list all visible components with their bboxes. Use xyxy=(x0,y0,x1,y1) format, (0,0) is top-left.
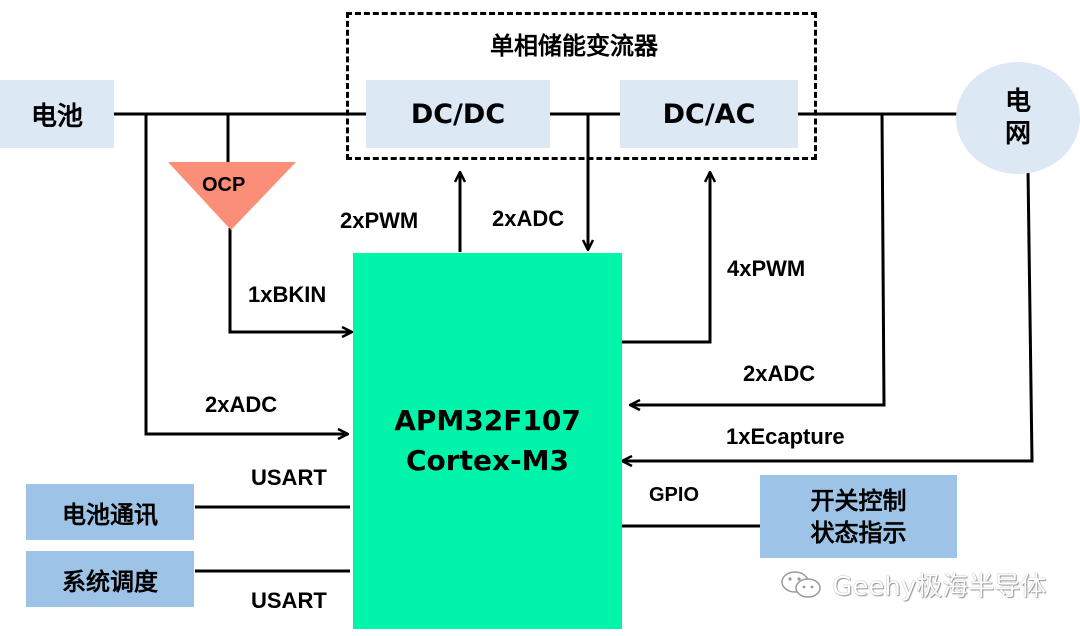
system-dispatch-block: 系统调度 xyxy=(26,551,194,607)
mcu-label-line1: APM32F107 xyxy=(394,404,581,437)
dcdc-block: DC/DC xyxy=(366,80,550,148)
wire-ecapture xyxy=(622,169,1034,461)
grid-label-line1: 电 xyxy=(1004,87,1031,117)
dcac-block: DC/AC xyxy=(620,80,798,148)
wire-bkin xyxy=(228,228,352,332)
mcu-label-line2: Cortex-M3 xyxy=(406,444,569,477)
switch-status-block: 开关控制 状态指示 xyxy=(760,475,957,558)
dcdc-pwm-label: 2xPWM xyxy=(340,208,419,233)
battery-label: 电池 xyxy=(30,101,83,132)
grid-adc-label: 2xADC xyxy=(743,361,816,386)
wire-dcac-pwm xyxy=(622,172,710,344)
grid-label-line2: 网 xyxy=(1004,119,1031,149)
dcbus-adc-label: 2xADC xyxy=(492,206,565,231)
wire-grid-adc xyxy=(630,113,886,405)
ecapture-label: 1xEcapture xyxy=(726,424,845,449)
grid-circle: 电 网 xyxy=(956,62,1080,174)
mcu-block: APM32F107 Cortex-M3 xyxy=(353,253,622,629)
system-dispatch-label: 系统调度 xyxy=(62,567,158,596)
ocp-triangle xyxy=(168,162,296,230)
battery-comm-label: 电池通讯 xyxy=(62,500,158,529)
wire-battery-adc xyxy=(144,114,348,434)
usart-bottom-label: USART xyxy=(251,588,327,613)
watermark: Geehy极海半导体 xyxy=(780,566,1046,603)
watermark-text: Geehy极海半导体 xyxy=(832,572,1047,602)
dcac-label: DC/AC xyxy=(662,98,756,130)
converter-group-border xyxy=(346,12,817,160)
gpio-label: GPIO xyxy=(649,484,700,506)
dcdc-label: DC/DC xyxy=(410,98,506,130)
converter-group-title: 单相储能变流器 xyxy=(490,33,658,60)
switch-status-label-line2: 状态指示 xyxy=(810,518,907,547)
battery-block: 电池 xyxy=(0,80,114,148)
dcac-pwm-label: 4xPWM xyxy=(727,256,806,281)
ocp-label: OCP xyxy=(202,174,246,196)
battery-comm-block: 电池通讯 xyxy=(26,484,194,540)
usart-top-label: USART xyxy=(251,465,327,490)
bkin-label: 1xBKIN xyxy=(248,282,327,307)
battery-adc-label: 2xADC xyxy=(205,392,278,417)
switch-status-label-line1: 开关控制 xyxy=(810,486,907,515)
wechat-icon xyxy=(780,569,824,601)
